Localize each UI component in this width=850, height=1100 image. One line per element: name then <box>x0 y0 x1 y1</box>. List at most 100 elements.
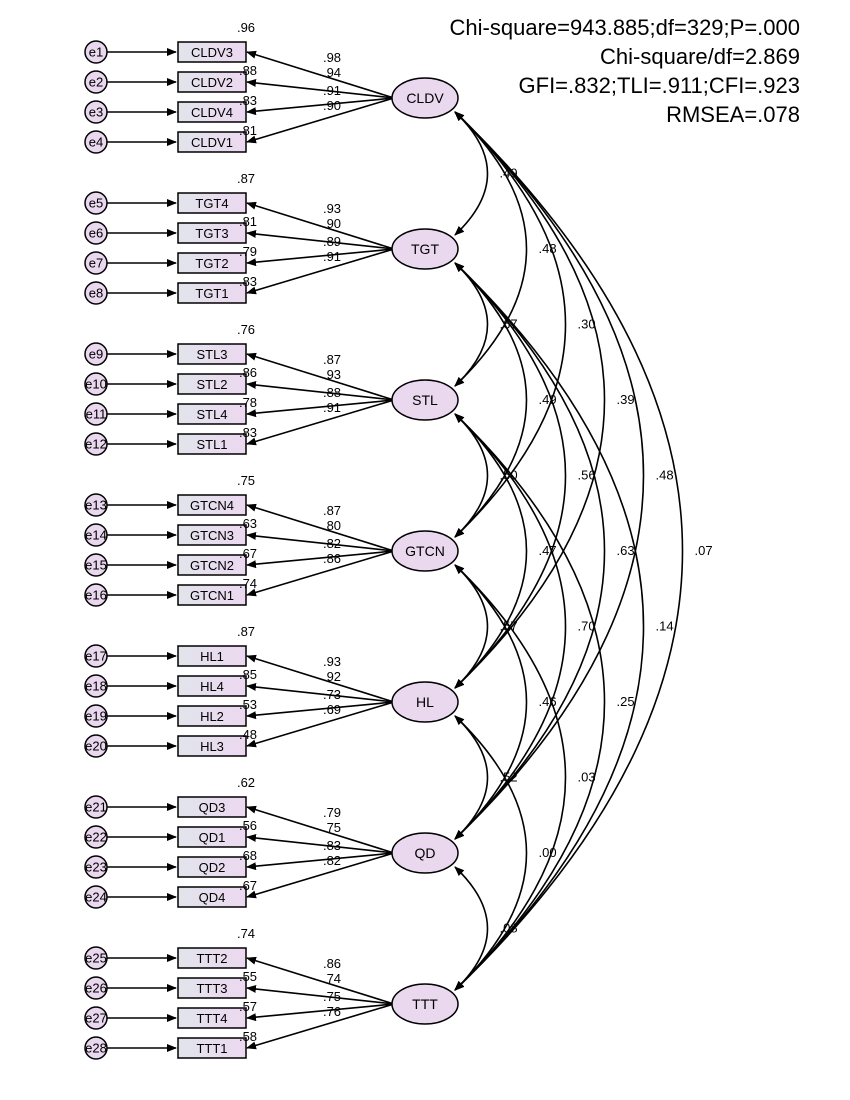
error-term-label: e25 <box>85 951 107 966</box>
error-term-label: e16 <box>85 588 107 603</box>
indicator-box <box>177 222 247 244</box>
error-term-label: e27 <box>85 1011 107 1026</box>
correlation-curve-stl-qd <box>454 413 567 840</box>
correlation-label: .30 <box>578 317 596 332</box>
error-term-circle <box>84 100 108 124</box>
indicator-label: STL1 <box>196 437 227 452</box>
indicator-label: QD4 <box>199 890 226 905</box>
error-term-circle <box>84 493 108 517</box>
error-term-label: e11 <box>86 407 107 422</box>
error-term-circle <box>84 734 108 758</box>
loading-label: .92 <box>323 669 341 684</box>
latent-factor-ellipse <box>391 228 459 270</box>
correlation-curve-gtcn-qd <box>454 564 528 840</box>
correlation-curve-hl-qd <box>454 715 489 840</box>
indicator-label: GTCN2 <box>190 558 234 573</box>
r-squared-label: .87 <box>237 171 255 186</box>
indicator-label: CLDV3 <box>191 45 233 60</box>
r-squared-label: .68 <box>239 848 257 863</box>
indicator-label: HL3 <box>200 739 224 754</box>
indicator-box <box>177 252 247 274</box>
correlation-curve-stl-gtcn <box>454 413 489 538</box>
error-term-label: e14 <box>85 528 107 543</box>
loading-arrow <box>246 97 395 116</box>
error-term-label: e8 <box>89 286 103 301</box>
loading-arrow <box>246 78 395 99</box>
correlation-label: .25 <box>617 694 635 709</box>
latent-factor-ellipse <box>391 832 459 874</box>
correlation-label: .46 <box>539 694 557 709</box>
latent-factor-label: HL <box>416 694 434 710</box>
indicator-label: HL1 <box>200 649 224 664</box>
indicator-label: HL2 <box>200 709 224 724</box>
fit-chi-square-df: Chi-square/df=2.869 <box>600 44 800 69</box>
loading-arrow <box>246 1003 395 1022</box>
correlation-curve-cldv-stl <box>454 111 528 387</box>
correlation-label: .57 <box>500 619 518 634</box>
correlation-label: .56 <box>578 468 596 483</box>
indicator-box <box>177 433 247 455</box>
error-term-circle <box>84 553 108 577</box>
indicator-label: STL4 <box>196 407 227 422</box>
loading-arrow <box>246 701 395 748</box>
fit-gfi-tli-cfi: GFI=.832;TLI=.911;CFI=.923 <box>518 73 800 98</box>
error-term-circle <box>84 281 108 305</box>
loading-arrow <box>246 984 395 1005</box>
correlation-label: .07 <box>695 543 713 558</box>
correlation-curve-cldv-gtcn <box>454 111 567 538</box>
error-term-circle <box>84 644 108 668</box>
error-term-circle <box>84 191 108 215</box>
correlation-label: .49 <box>539 392 557 407</box>
error-term-circle <box>84 342 108 366</box>
loading-label: .80 <box>323 518 341 533</box>
loading-arrow <box>246 550 395 569</box>
loading-arrow <box>246 352 395 401</box>
loading-arrow <box>246 531 395 552</box>
indicator-box <box>177 645 247 667</box>
correlation-label: .08 <box>500 921 518 936</box>
error-term-label: e20 <box>85 739 107 754</box>
loading-arrow <box>246 852 395 899</box>
indicator-label: CLDV4 <box>191 105 233 120</box>
loading-label: .75 <box>323 820 341 835</box>
error-term-circle <box>84 372 108 396</box>
loading-label: .93 <box>323 201 341 216</box>
indicator-box <box>177 494 247 516</box>
latent-factor-label: QD <box>415 845 436 861</box>
indicator-box <box>177 675 247 697</box>
r-squared-label: .78 <box>239 395 257 410</box>
latent-factor-label: CLDV <box>406 90 444 106</box>
error-term-label: e22 <box>85 830 107 845</box>
indicator-label: TTT1 <box>196 1041 227 1056</box>
loading-arrow <box>246 399 395 418</box>
error-term-circle <box>84 402 108 426</box>
loading-label: .93 <box>323 367 341 382</box>
r-squared-label: .88 <box>239 63 257 78</box>
latent-factor-ellipse <box>391 681 459 723</box>
loading-label: .93 <box>323 654 341 669</box>
loading-arrow <box>246 248 395 295</box>
error-term-label: e10 <box>85 377 107 392</box>
indicator-label: TGT2 <box>195 256 228 271</box>
indicator-label: STL3 <box>196 347 227 362</box>
correlation-curve-stl-hl <box>454 413 528 689</box>
loading-label: .75 <box>323 989 341 1004</box>
indicator-box <box>177 796 247 818</box>
indicator-label: GTCN3 <box>190 528 234 543</box>
loading-arrow <box>246 805 395 854</box>
error-term-label: e26 <box>85 981 107 996</box>
latent-factor-label: STL <box>412 392 438 408</box>
latent-factor-label: GTCN <box>405 543 445 559</box>
loading-label: .98 <box>323 50 341 65</box>
loading-label: .79 <box>323 805 341 820</box>
indicator-box <box>177 1007 247 1029</box>
error-term-label: e23 <box>85 860 107 875</box>
loading-label: .88 <box>323 385 341 400</box>
loading-label: .82 <box>323 536 341 551</box>
indicator-box <box>177 886 247 908</box>
latent-factor-ellipse <box>391 379 459 421</box>
indicator-box <box>177 41 247 63</box>
correlation-label: .00 <box>539 845 557 860</box>
r-squared-label: .48 <box>239 727 257 742</box>
